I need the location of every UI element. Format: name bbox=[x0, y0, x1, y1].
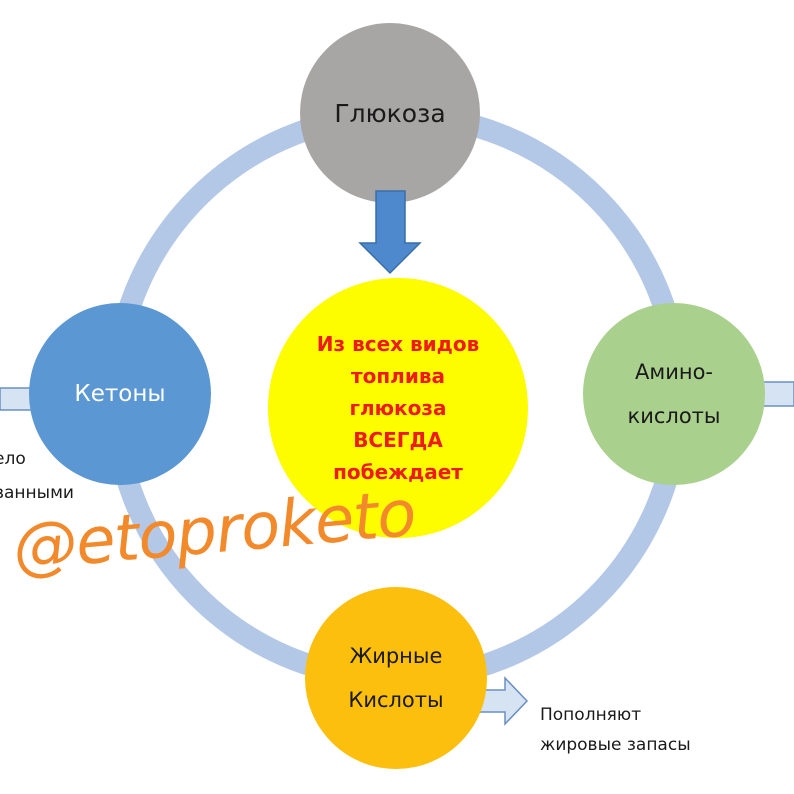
center-line-5: побеждает bbox=[333, 460, 463, 484]
glucose-label: Глюкоза bbox=[334, 98, 446, 128]
center-line-4: ВСЕГДА bbox=[353, 428, 443, 452]
ketones-label: Кетоны bbox=[74, 381, 166, 407]
amino-line-2: кислоты bbox=[627, 404, 721, 428]
amino-acids-node: Амино- кислоты bbox=[583, 303, 765, 485]
glucose-node: Глюкоза bbox=[300, 23, 480, 203]
amino-line-1: Амино- bbox=[634, 360, 713, 384]
fatty-line-2: Кислоты bbox=[348, 688, 444, 712]
left-note-line-2: ванными bbox=[0, 483, 74, 503]
right-note-line-2: жировые запасы bbox=[540, 735, 691, 755]
center-line-3: глюкоза bbox=[349, 396, 447, 420]
right-note-line-1: Пополняют bbox=[540, 705, 642, 725]
ketones-node: Кетоны bbox=[29, 303, 211, 485]
center-line-1: Из всех видов bbox=[316, 332, 480, 356]
center-line-2: топлива bbox=[351, 364, 445, 388]
fatty-acids-node: Жирные Кислоты bbox=[305, 587, 487, 769]
left-note: ело ванными bbox=[0, 442, 74, 510]
right-note: Пополняют жировые запасы bbox=[540, 700, 691, 760]
fatty-line-1: Жирные bbox=[349, 644, 443, 668]
center-statement: Из всех видов топлива глюкоза ВСЕГДА поб… bbox=[268, 278, 528, 538]
left-note-line-1: ело bbox=[0, 449, 26, 469]
